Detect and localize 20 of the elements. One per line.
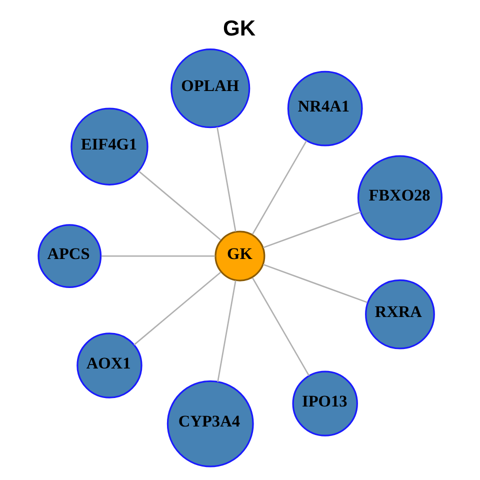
connector bbox=[216, 126, 236, 232]
node-circle: GK bbox=[214, 230, 266, 282]
connector bbox=[252, 277, 310, 376]
connector bbox=[252, 140, 308, 235]
node-circle: RXRA bbox=[365, 279, 435, 350]
node-circle: AOX1 bbox=[76, 332, 142, 398]
node-circle: CYP3A4 bbox=[166, 380, 254, 468]
node-circle: APCS bbox=[38, 224, 102, 288]
node-circle: IPO13 bbox=[292, 370, 358, 436]
node-circle: OPLAH bbox=[170, 48, 250, 128]
node-circle: FBXO28 bbox=[357, 155, 443, 240]
connector bbox=[217, 280, 236, 382]
node-circle: EIF4G1 bbox=[70, 108, 148, 186]
diagram-title: GK bbox=[223, 15, 256, 40]
connector bbox=[134, 272, 222, 346]
connector bbox=[101, 255, 216, 257]
connector bbox=[262, 264, 368, 304]
node-circle: NR4A1 bbox=[287, 70, 363, 146]
connector bbox=[262, 212, 361, 248]
connector bbox=[138, 170, 222, 240]
